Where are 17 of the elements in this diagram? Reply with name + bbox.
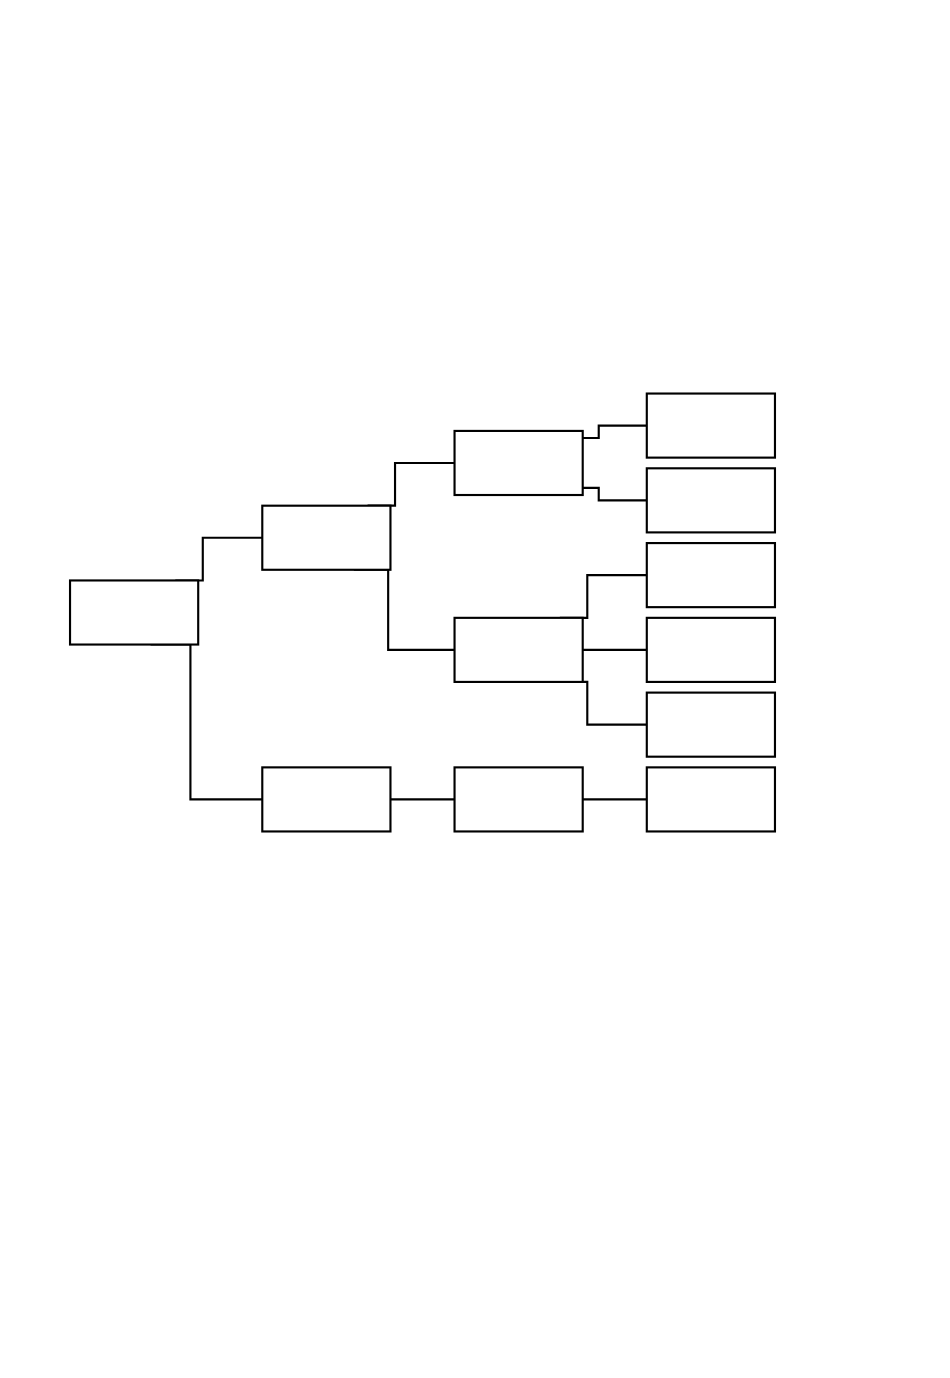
node-box <box>261 766 392 833</box>
connector <box>582 424 647 440</box>
node-box <box>453 616 584 683</box>
node-box <box>645 691 777 758</box>
node-box <box>453 429 584 497</box>
connector <box>582 798 647 801</box>
node-box <box>645 392 777 459</box>
node-box <box>645 542 777 609</box>
node-box <box>645 616 777 683</box>
node-box <box>261 504 392 571</box>
connector <box>582 486 647 502</box>
node-box <box>645 766 777 833</box>
connector <box>390 798 455 801</box>
node-box <box>645 467 777 534</box>
node-box <box>453 766 584 833</box>
connector <box>582 648 647 651</box>
node-box <box>68 579 200 646</box>
